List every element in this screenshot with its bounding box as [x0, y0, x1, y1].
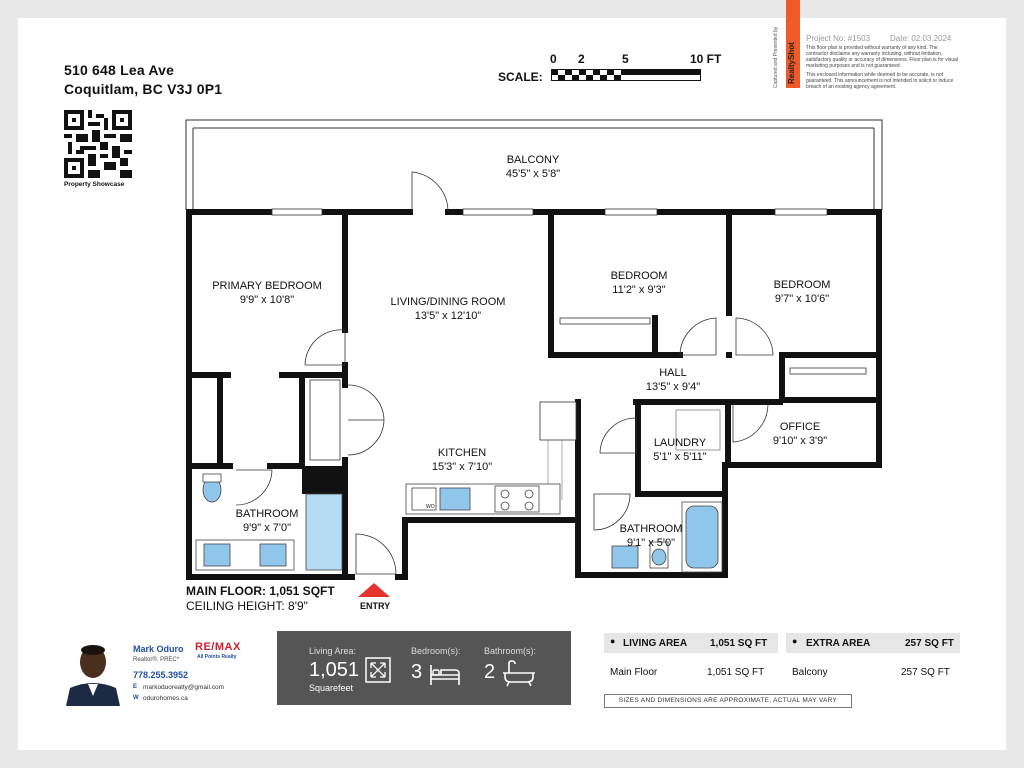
ceiling-height: CEILING HEIGHT: 8'9" — [186, 599, 308, 613]
room-bathroom-2-dims: 9'1" x 5'0" — [626, 537, 676, 549]
agent-photo — [64, 636, 122, 706]
room-living-dining-name: LIVING/DINING ROOM — [390, 296, 506, 308]
bedrooms-value: 3 — [411, 661, 423, 683]
email-prefix: E — [133, 684, 138, 690]
room-hall: HALL 13'5" x 9'4" — [646, 366, 700, 394]
living-area-header-bar — [604, 633, 778, 653]
room-bathroom-1: BATHROOM 9'9" x 7'0" — [236, 507, 299, 535]
main-floor-row-label: Main Floor — [610, 667, 658, 678]
bathtub-icon — [503, 660, 535, 687]
bathrooms-value: 2 — [484, 661, 496, 683]
bedrooms-label: Bedroom(s): — [411, 646, 461, 656]
scale-tick-10: 10 FT — [690, 52, 722, 66]
room-bedroom-2-dims: 11'2" x 9'3" — [612, 284, 666, 296]
room-bedroom-3-name: BEDROOM — [773, 279, 831, 291]
room-bathroom-1-dims: 9'9" x 7'0" — [242, 522, 292, 534]
living-area-total: 1,051 SQ FT — [710, 638, 768, 649]
room-bathroom-1-name: BATHROOM — [235, 508, 299, 520]
approximate-note: SIZES AND DIMENSIONS ARE APPROXIMATE, AC… — [604, 694, 852, 708]
balcony-row-value: 257 SQ FT — [901, 667, 950, 678]
room-bedroom-3: BEDROOM 9'7" x 10'6" — [774, 278, 831, 306]
brokerage-sub: All Points Realty — [197, 654, 237, 660]
agent-title: Realtor®, PREC* — [133, 657, 180, 663]
living-area-label: Living Area: — [309, 646, 357, 656]
extra-area-total: 257 SQ FT — [905, 638, 954, 649]
scale-tick-0: 0 — [550, 52, 557, 66]
room-kitchen-name: KITCHEN — [437, 447, 487, 459]
room-laundry-dims: 5'1" x 5'11" — [653, 451, 707, 463]
extra-area-header-bar — [786, 633, 960, 653]
agent-website[interactable]: odurohomes.ca — [143, 695, 188, 702]
washer-label: WO — [426, 504, 435, 510]
qr-code — [64, 110, 132, 178]
qr-caption: Property Showcase — [64, 181, 125, 188]
main-floor-area: MAIN FLOOR: 1,051 SQFT — [186, 584, 335, 598]
living-area-unit: Squarefeet — [309, 683, 354, 693]
bathrooms-label: Bathroom(s): — [484, 646, 537, 656]
web-prefix: W — [133, 695, 139, 701]
balcony-row-label: Balcony — [792, 667, 828, 678]
scale-bar — [551, 69, 701, 81]
agent-email[interactable]: markoduorealty@gmail.com — [143, 684, 225, 691]
agent-phone: 778.255.3952 — [133, 670, 189, 680]
room-laundry: LAUNDRY 5'1" x 5'11" — [653, 436, 706, 464]
main-floor-row-value: 1,051 SQ FT — [707, 667, 765, 678]
room-office-dims: 9'10" x 3'9" — [772, 435, 828, 447]
entry-label: ENTRY — [360, 601, 391, 611]
brand-accent-bar — [786, 0, 800, 88]
room-bathroom-2-name: BATHROOM — [619, 523, 683, 535]
address-line-2: Coquitlam, BC V3J 0P1 — [64, 81, 223, 97]
bed-icon — [430, 665, 460, 685]
room-balcony: BALCONY 45'5" x 5'8" — [506, 153, 560, 181]
room-primary-bedroom-name: PRIMARY BEDROOM — [212, 280, 322, 292]
brokerage-logo: RE/MAX — [195, 641, 241, 653]
bullet-icon: ● — [792, 636, 798, 646]
room-bedroom-3-dims: 9'7" x 10'6" — [774, 293, 830, 305]
address-line-1: 510 648 Lea Ave — [64, 62, 175, 78]
scale-tick-5: 5 — [622, 52, 629, 66]
project-disclaimer-2: This enclosed information while deemed t… — [806, 72, 954, 90]
room-office-name: OFFICE — [779, 421, 821, 433]
scale-tick-2: 2 — [578, 52, 585, 66]
room-bathroom-2: BATHROOM 9'1" x 5'0" — [620, 522, 683, 550]
room-hall-dims: 13'5" x 9'4" — [645, 381, 701, 393]
room-hall-name: HALL — [659, 367, 687, 379]
room-kitchen: KITCHEN 15'3" x 7'10" — [432, 446, 492, 474]
room-primary-bedroom: PRIMARY BEDROOM 9'9" x 10'8" — [212, 279, 322, 307]
room-balcony-dims: 45'5" x 5'8" — [505, 168, 561, 180]
extra-area-header: EXTRA AREA — [806, 638, 871, 649]
project-number: Project No: #1503 — [806, 34, 871, 43]
expand-icon — [365, 657, 391, 683]
floor-plan-sheet — [18, 18, 1006, 750]
room-balcony-name: BALCONY — [506, 154, 560, 166]
agent-name: Mark Oduro — [133, 644, 184, 654]
project-disclaimer-1: This floor plan is provided without warr… — [806, 45, 959, 69]
room-office: OFFICE 9'10" x 3'9" — [773, 420, 827, 448]
room-living-dining-dims: 13'5" x 12'10" — [414, 310, 482, 322]
property-stats-box: Living Area: 1,051 Squarefeet Bedroom(s)… — [277, 631, 571, 705]
room-kitchen-dims: 15'3" x 7'10" — [431, 461, 493, 473]
room-laundry-name: LAUNDRY — [653, 437, 707, 449]
room-bedroom-2: BEDROOM 11'2" x 9'3" — [611, 269, 668, 297]
living-area-value: 1,051 — [309, 659, 360, 681]
scale-label: SCALE: — [498, 70, 543, 84]
project-date: Date: 02.03.2024 — [890, 34, 952, 43]
living-area-header: LIVING AREA — [623, 638, 688, 649]
room-bedroom-2-name: BEDROOM — [610, 270, 668, 282]
room-living-dining: LIVING/DINING ROOM 13'5" x 12'10" — [391, 295, 506, 323]
room-primary-bedroom-dims: 9'9" x 10'8" — [239, 294, 295, 306]
bullet-icon: ● — [610, 636, 616, 646]
